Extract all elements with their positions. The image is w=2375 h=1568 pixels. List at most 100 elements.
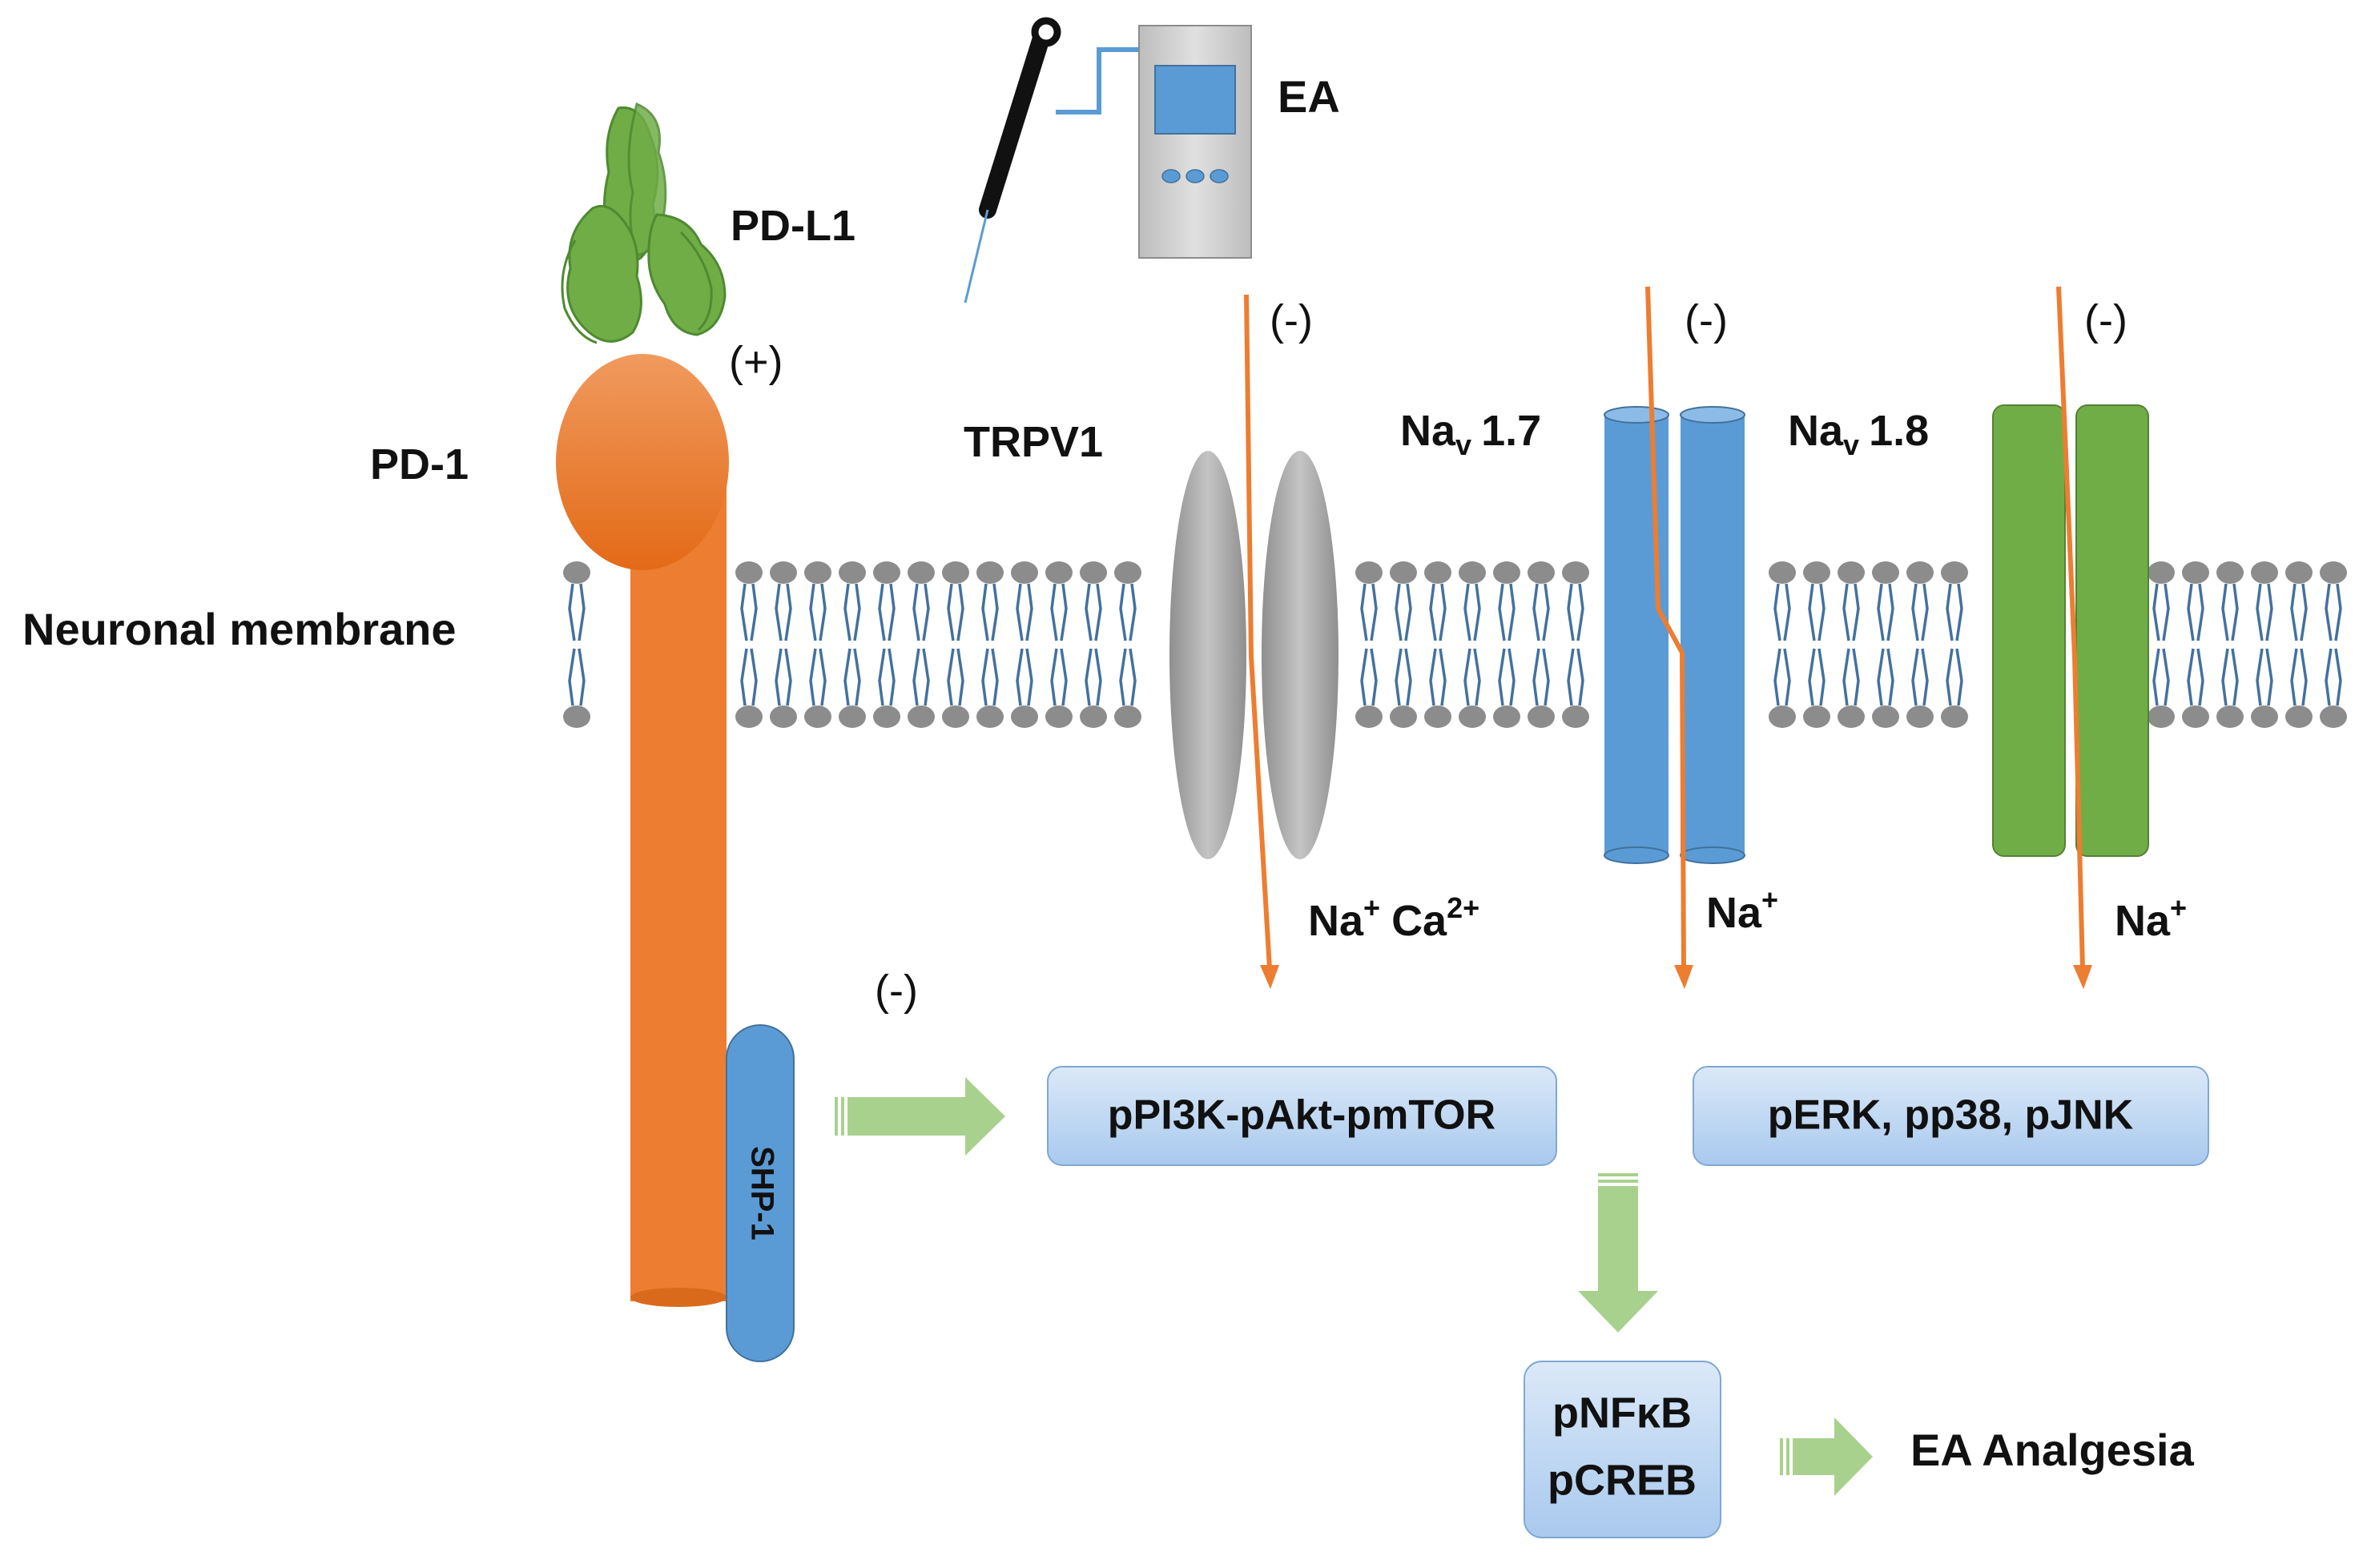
- lipid-tail: [912, 583, 930, 641]
- lipid-head: [735, 706, 763, 728]
- lipid-tail: [1085, 583, 1102, 641]
- lipid-tail: [947, 583, 964, 641]
- acupuncture-needle-icon: [964, 17, 1061, 304]
- neuronal-membrane-label: Neuronal membrane: [22, 604, 457, 654]
- lipid-head: [976, 561, 1004, 584]
- lipid-head: [1562, 561, 1589, 584]
- lipid-tail: [1360, 648, 1378, 706]
- lipid-head: [2148, 706, 2175, 728]
- erk-box: [1693, 1066, 2209, 1166]
- lipid-head: [1769, 706, 1796, 728]
- lipid-head: [1424, 561, 1451, 584]
- lipid-head: [908, 561, 935, 584]
- lipid-tail: [1050, 648, 1068, 706]
- lipid-head: [1114, 561, 1141, 584]
- trpv1-label: TRPV1: [964, 418, 1103, 466]
- nav17-channel: [1604, 406, 1745, 864]
- lipid-head: [804, 706, 831, 728]
- pd-l1-label: PD-L1: [731, 202, 855, 250]
- lipid-tail: [1360, 583, 1378, 641]
- lipid-tail: [2221, 648, 2239, 706]
- pd-binding-sign: (+): [729, 338, 783, 386]
- lipid-head: [1941, 561, 1968, 584]
- lipid-head: [563, 706, 590, 728]
- lipid-head: [942, 561, 969, 584]
- nav18-arrowhead: [2073, 965, 2092, 989]
- lipid-head: [2182, 561, 2209, 584]
- lipid-head: [1355, 706, 1383, 728]
- ion-flow-arrows: [1244, 286, 2085, 970]
- lipid-head: [770, 706, 797, 728]
- lipid-head: [2285, 706, 2313, 728]
- lipid-head: [1838, 706, 1865, 728]
- lipid-head: [1803, 561, 1830, 584]
- lipid-head: [1838, 561, 1865, 584]
- lipid-head: [1011, 706, 1038, 728]
- lipid-tail: [2152, 583, 2170, 641]
- lipid-tail: [2152, 648, 2170, 706]
- lipid-tail: [1429, 583, 1447, 641]
- lipid-head: [2216, 706, 2244, 728]
- lipid-head: [770, 561, 797, 584]
- trpv1-arrowhead: [1260, 965, 1279, 989]
- pd1-receptor-stem: [630, 448, 727, 1301]
- lipid-head: [2216, 561, 2244, 584]
- lipid-tail: [843, 583, 861, 641]
- lipid-tail: [2187, 583, 2204, 641]
- lipid-head: [1045, 706, 1073, 728]
- lipid-tail: [1498, 648, 1516, 706]
- lipid-tail: [1395, 648, 1412, 706]
- lipid-head: [839, 561, 866, 584]
- lipid-tail: [2290, 583, 2308, 641]
- lipid-head: [873, 706, 900, 728]
- pd1-receptor-head: [556, 354, 729, 570]
- lipid-tail: [809, 583, 827, 641]
- lipid-head: [1390, 706, 1417, 728]
- lipid-head: [1941, 706, 1968, 728]
- trpv1-subunit-left: [1169, 451, 1246, 859]
- creb-label: pCREB: [1548, 1456, 1697, 1504]
- pdl1-ligand-icon: [561, 102, 727, 344]
- lipid-head: [1355, 561, 1383, 584]
- lipid-bilayer: [563, 561, 2347, 728]
- flow-arrow-to-analgesia: [1780, 1417, 1873, 1496]
- lipid-tail: [1050, 583, 1068, 641]
- nav18-ion-arrow: [2056, 286, 2085, 970]
- lipid-head: [873, 561, 900, 584]
- pd1-stem-bottom: [630, 1288, 727, 1307]
- lipid-tail: [2256, 648, 2273, 706]
- lipid-tail: [1911, 583, 1929, 641]
- lipid-tail: [568, 648, 586, 706]
- lipid-head: [1803, 706, 1830, 728]
- lipid-tail: [2187, 648, 2204, 706]
- lipid-tail: [1016, 583, 1033, 641]
- lipid-head: [1011, 561, 1038, 584]
- lipid-tail: [568, 583, 586, 641]
- lipid-tail: [1773, 648, 1791, 706]
- lipid-head: [2320, 561, 2347, 584]
- lipid-tail: [809, 648, 827, 706]
- lipid-tail: [2325, 648, 2342, 706]
- lipid-tail: [1498, 583, 1516, 641]
- nav17-arrowhead: [1674, 965, 1693, 989]
- lipid-tail: [981, 583, 999, 641]
- shp1-protein: [726, 1024, 795, 1362]
- lipid-head: [1459, 706, 1486, 728]
- nav18-ion-label: Na+: [2115, 891, 2187, 945]
- lipid-tail: [1808, 583, 1826, 641]
- lipid-head: [976, 706, 1004, 728]
- lipid-head: [2182, 706, 2209, 728]
- lipid-tail: [1085, 648, 1102, 706]
- lipid-head: [1424, 706, 1451, 728]
- trpv1-ion-label: Na+Ca2+: [1308, 891, 1479, 945]
- lipid-tail: [947, 648, 964, 706]
- lipid-head: [1872, 561, 1899, 584]
- lipid-head: [1390, 561, 1417, 584]
- lipid-head: [908, 706, 935, 728]
- lipid-tail: [2325, 583, 2342, 641]
- lipid-tail: [1842, 583, 1860, 641]
- lipid-head: [1906, 561, 1934, 584]
- nav17-inhibit-sign: (-): [1685, 296, 1728, 344]
- lipid-tail: [2221, 583, 2239, 641]
